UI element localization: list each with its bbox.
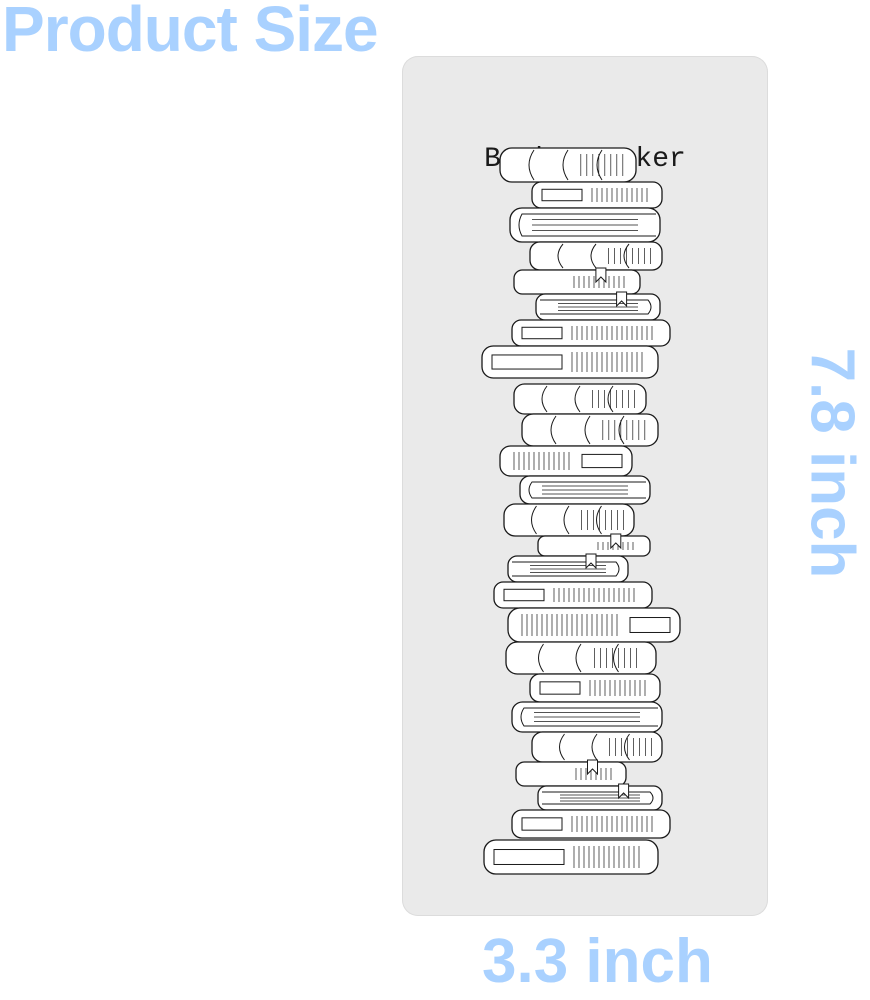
book-drawing (509, 207, 661, 243)
book-drawing (535, 291, 661, 321)
book-drawing (511, 319, 671, 347)
book-drawing (499, 445, 633, 477)
width-dimension-label: 3.3 inch (482, 927, 713, 996)
book-drawing (511, 701, 663, 733)
book-drawing (513, 383, 647, 415)
book-drawing (493, 581, 653, 609)
book-drawing (507, 607, 681, 643)
book-drawing (481, 345, 659, 379)
book-drawing (511, 809, 671, 839)
book-drawing (515, 759, 627, 787)
book-drawing (503, 503, 635, 537)
book-drawing (483, 839, 659, 875)
book-drawing (537, 783, 663, 811)
book-drawing (529, 241, 663, 271)
book-drawing (513, 267, 641, 295)
book-drawing (521, 413, 659, 447)
book-drawing (531, 181, 663, 209)
product-size-heading: Product Size (2, 0, 379, 65)
book-drawing (519, 475, 651, 505)
book-drawing (507, 553, 629, 583)
book-drawing (531, 731, 663, 763)
book-drawing (529, 673, 661, 703)
height-dimension-label: 7.8 inch (797, 347, 867, 579)
book-drawing (499, 147, 637, 183)
book-drawing (537, 533, 651, 557)
book-drawing (505, 641, 657, 675)
